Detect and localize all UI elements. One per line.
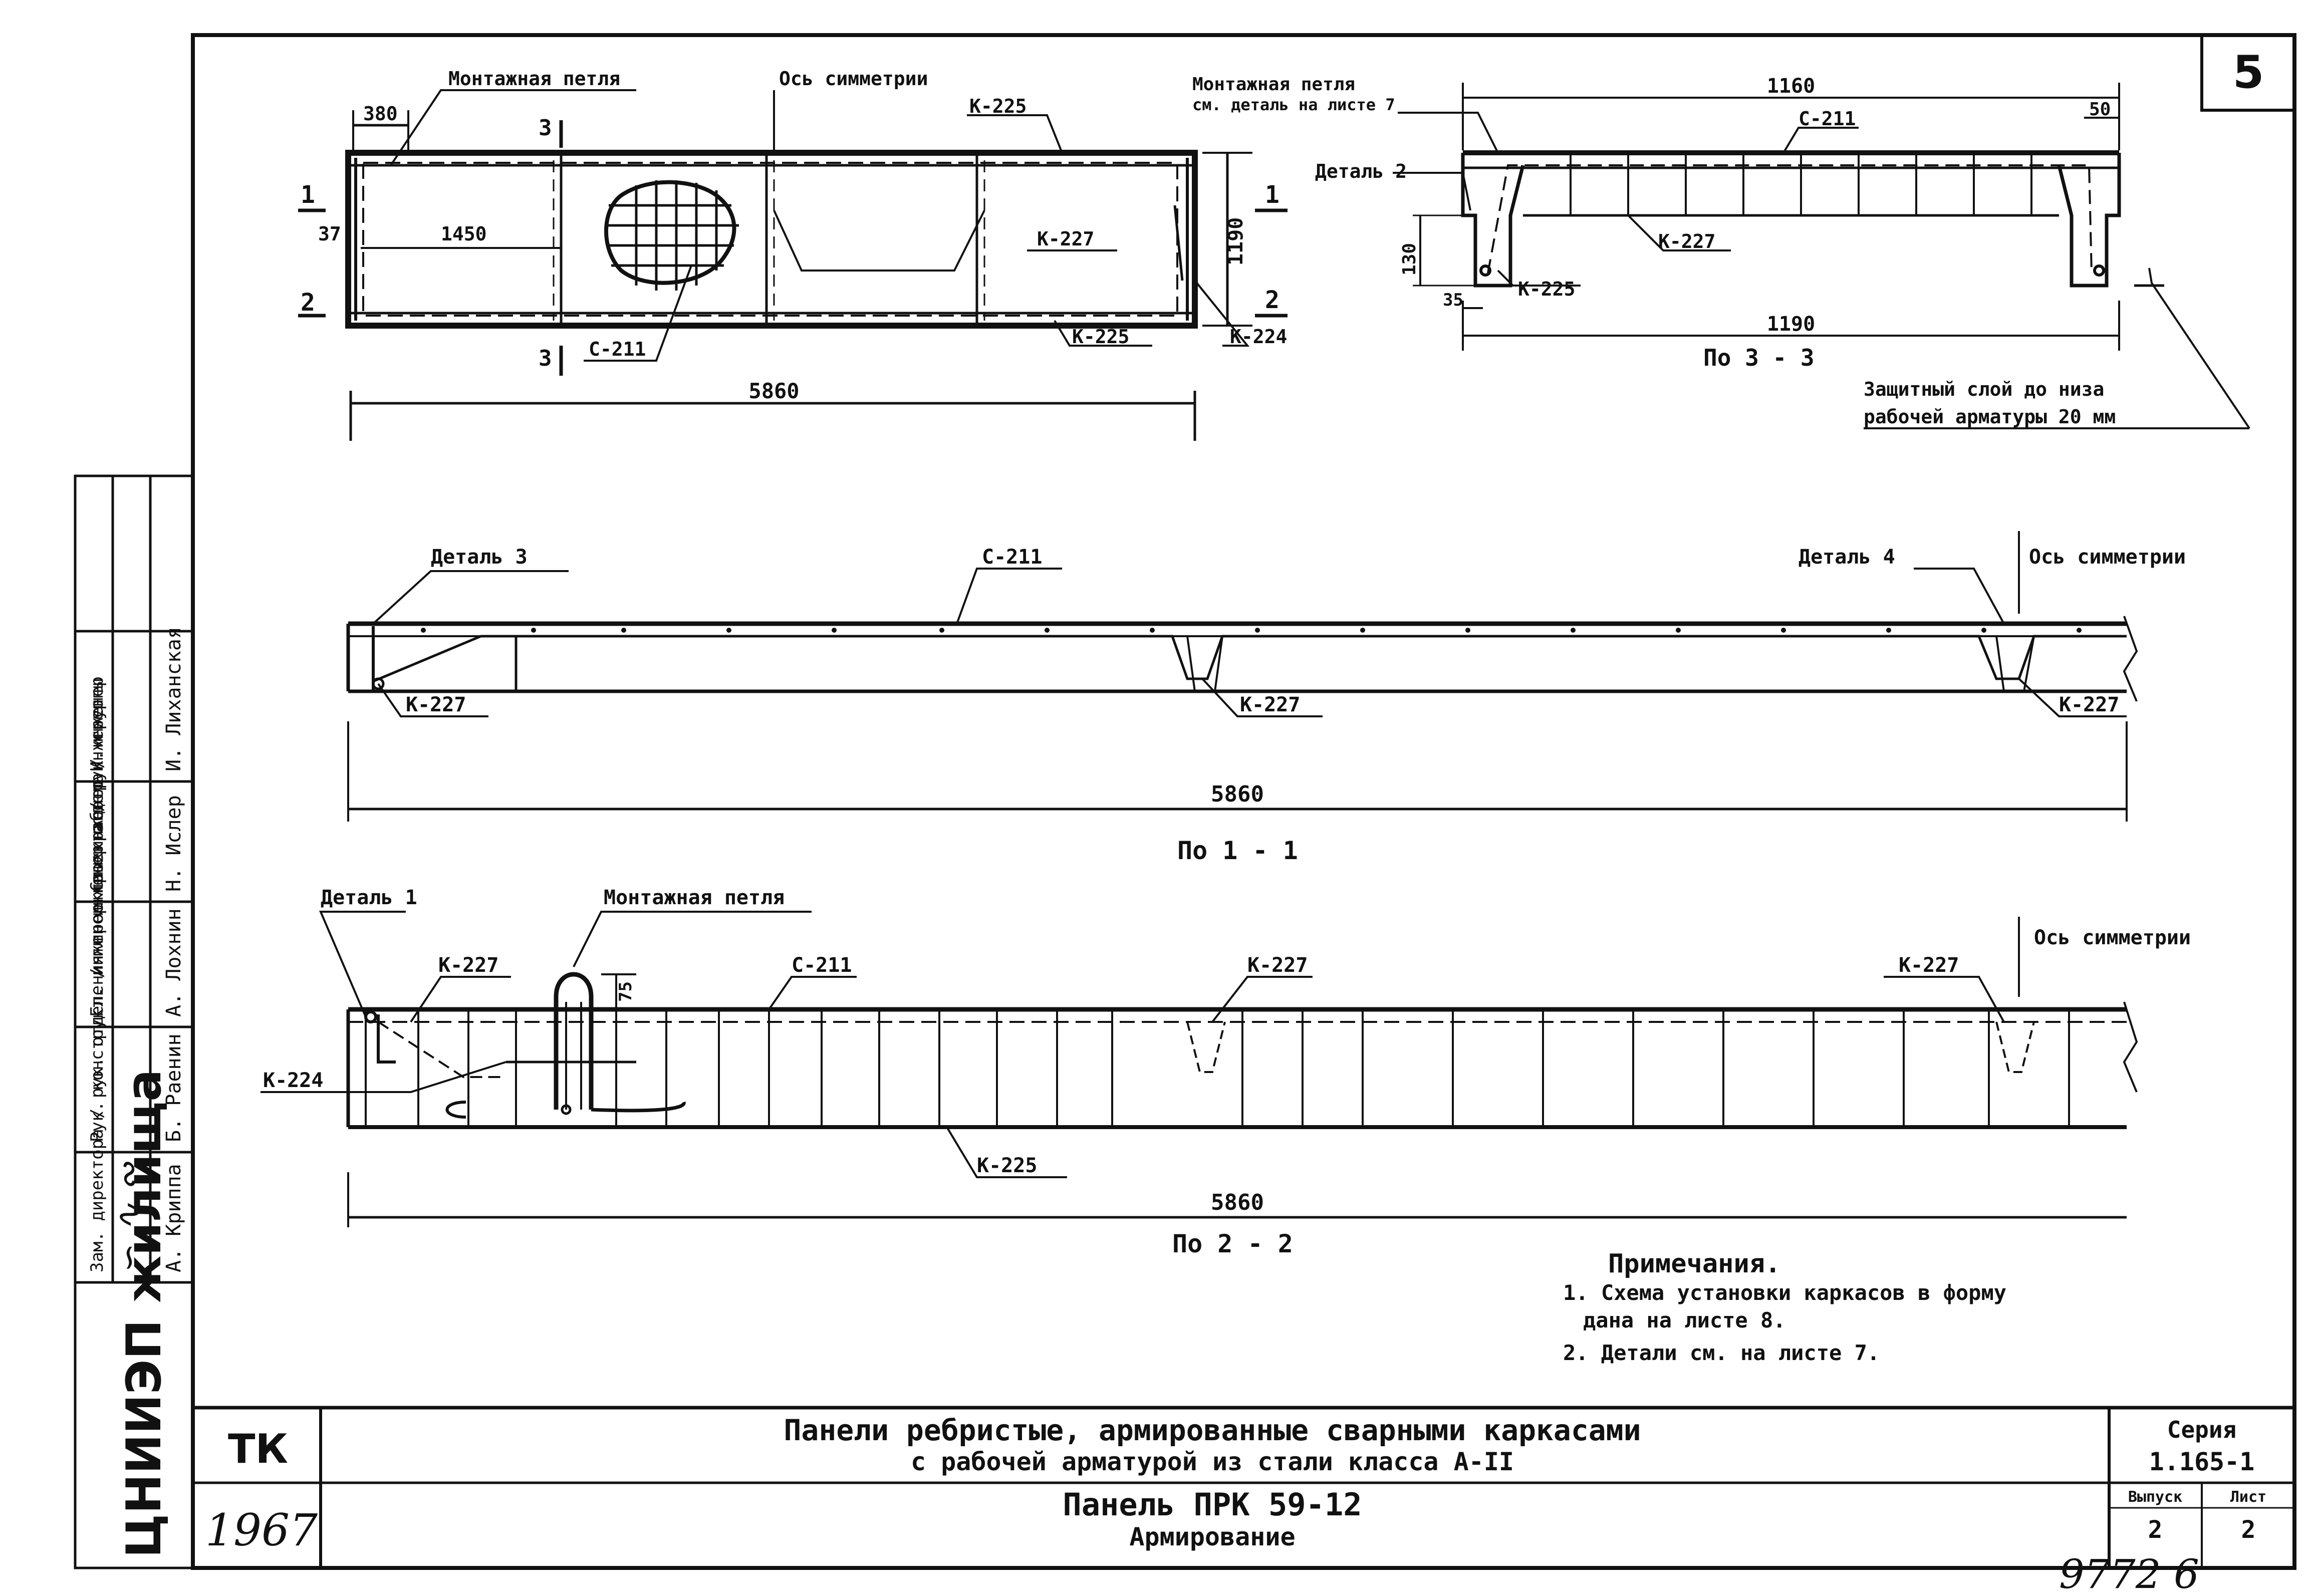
stamp-role-5: Инженер: [87, 700, 107, 771]
plan-label-k225-bottom: К-225: [1072, 326, 1129, 348]
s22-label-detail1: Деталь 1: [321, 886, 417, 909]
stamp-role-4: Ст. инженер / инженер: [87, 676, 107, 892]
s33-label-mounting-loop-2: см. деталь на листе 7: [1192, 95, 1395, 114]
institute-name: ЦНИИЭП жилища: [117, 1070, 172, 1558]
s11-label-axis: Ось симметрии: [2029, 546, 2186, 569]
plan-label-k227: К-227: [1037, 228, 1094, 250]
s22-label-k227-c: К-227: [1899, 954, 1959, 977]
stamp-role-3: Гл. инженер проекта / рук. группы: [87, 678, 107, 1017]
stamp-name-5: И. Лиханская: [162, 627, 185, 771]
title-line3: Панель ПРК 59-12: [1063, 1486, 1362, 1523]
plan-dim-380: 380: [363, 103, 398, 125]
issue-label: Выпуск: [2128, 1488, 2182, 1506]
s22-label-k227-a: К-227: [438, 954, 498, 977]
s22-label-k225: К-225: [977, 1154, 1037, 1177]
s33-dim-50: 50: [2089, 99, 2111, 120]
series-label: Серия: [2167, 1416, 2236, 1443]
plan-dim-5860: 5860: [748, 379, 799, 403]
notes: Примечания. 1. Схема установки каркасов …: [1563, 1249, 2006, 1365]
sheet-number: 5: [2233, 46, 2264, 99]
plan-label-mounting-loop: Монтажная петля: [448, 68, 620, 90]
s11-label-c211: С-211: [982, 546, 1042, 569]
stamp-role-1: Зам. директора / рук. отделения проектны…: [87, 790, 107, 1272]
section-mark-3-bottom: 3: [539, 346, 552, 371]
plan-view-text: Монтажная петля Ось симметрии К-225 К-22…: [301, 68, 1287, 403]
year: 1967: [205, 1504, 318, 1556]
plan-label-k224: К-224: [1230, 326, 1287, 348]
section-mark-1-right: 1: [1265, 181, 1279, 209]
stamp-block: [74, 474, 194, 1569]
s33-dim-1190: 1190: [1767, 313, 1815, 336]
s33-label-c211: С-211: [1799, 108, 1856, 130]
org-abbr: ТК: [228, 1426, 288, 1472]
s22-dim-75: 75: [616, 981, 636, 1002]
title-line1: Панели ребристые, армированные сварными …: [784, 1413, 1641, 1447]
s33-note-line1: Защитный слой до низа: [1864, 378, 2104, 400]
s11-label-k227-left: К-227: [406, 693, 466, 716]
note-1-line1: 1. Схема установки каркасов в форму: [1563, 1280, 2006, 1305]
s22-caption: По 2 - 2: [1172, 1229, 1293, 1258]
section-3-3-text: Монтажная петля см. деталь на листе 7 Де…: [1192, 74, 2116, 428]
notes-heading: Примечания.: [1608, 1249, 1780, 1279]
s22-label-mounting-loop: Монтажная петля: [604, 886, 785, 909]
note-1-line2: дана на листе 8.: [1583, 1308, 1786, 1333]
section-mark-3-top: 3: [539, 115, 552, 141]
s33-label-mounting-loop-1: Монтажная петля: [1192, 74, 1355, 95]
sheet-label: Лист: [2230, 1488, 2266, 1506]
stamp-name-4: Н. Ислер: [162, 795, 185, 892]
s11-label-detail3: Деталь 3: [431, 546, 528, 569]
plan-label-c211: С-211: [589, 338, 646, 360]
plan-dim-37: 37: [318, 223, 341, 245]
stamp-name-1: А. Криппа: [162, 1164, 185, 1272]
s33-dim-130: 130: [1399, 243, 1420, 276]
s11-label-k227-mid: К-227: [1240, 693, 1300, 716]
section-mark-2-right: 2: [1265, 286, 1279, 314]
section-mark-2-left: 2: [301, 289, 315, 317]
s33-note-line2: рабочей арматуры 20 мм: [1864, 406, 2116, 428]
s11-label-detail4: Деталь 4: [1799, 546, 1895, 569]
section-2-2-text: Деталь 1 Монтажная петля К-227 С-211 К-2…: [263, 886, 2191, 1258]
section-1-1: [346, 531, 2138, 822]
s22-label-k224: К-224: [263, 1069, 323, 1092]
section-1-1-text: Деталь 3 С-211 Деталь 4 Ось симметрии К-…: [406, 546, 2186, 865]
s33-label-k225: К-225: [1518, 278, 1575, 300]
s11-caption: По 1 - 1: [1177, 836, 1298, 865]
stamp-name-3: А. Лохнин: [162, 908, 185, 1017]
plan-label-k225-top: К-225: [969, 95, 1027, 117]
issue-value: 2: [2148, 1516, 2163, 1544]
sheet-value: 2: [2241, 1516, 2256, 1544]
plan-view: [298, 89, 1288, 441]
section-mark-1-left: 1: [301, 181, 315, 209]
section-3-3: [1393, 83, 2250, 429]
note-2: 2. Детали см. на листе 7.: [1563, 1341, 1880, 1365]
s33-label-k227: К-227: [1658, 230, 1715, 252]
title-block: ТК 1967 Панели ребристые, армированные с…: [205, 1413, 2266, 1556]
s11-dim-5860: 5860: [1211, 781, 1264, 807]
s22-label-c211: С-211: [792, 954, 852, 977]
s33-dim-1160: 1160: [1767, 75, 1815, 98]
plan-dim-1190: 1190: [1224, 217, 1247, 265]
s33-caption: По 3 - 3: [1703, 344, 1815, 371]
section-2-2: [261, 911, 2138, 1227]
s22-dim-5860: 5860: [1211, 1190, 1264, 1215]
archive-mark: 9772 6: [2059, 1551, 2199, 1596]
title-line4: Армирование: [1129, 1522, 1295, 1551]
plan-label-axis: Ось симметрии: [779, 68, 928, 90]
s11-label-k227-right: К-227: [2059, 693, 2119, 716]
s22-label-k227-b: К-227: [1247, 954, 1308, 977]
s22-label-axis: Ось симметрии: [2034, 926, 2191, 949]
series-value: 1.165-1: [2149, 1447, 2255, 1476]
s33-label-detail2: Деталь 2: [1315, 160, 1407, 182]
signatures-icon: ∽ ∿ ∾: [108, 1161, 149, 1272]
s33-dim-35: 35: [1443, 290, 1463, 310]
stamp-name-2: Б. Раенин: [162, 1033, 185, 1142]
plan-dim-1450: 1450: [441, 223, 487, 245]
title-line2: с рабочей арматурой из стали класса А-II: [911, 1447, 1514, 1476]
stamp-roles: Зам. директора / рук. отделения проектны…: [87, 627, 185, 1272]
stamp-role-2: Рук. конструкт. / гл. инженер отдела: [87, 773, 107, 1142]
